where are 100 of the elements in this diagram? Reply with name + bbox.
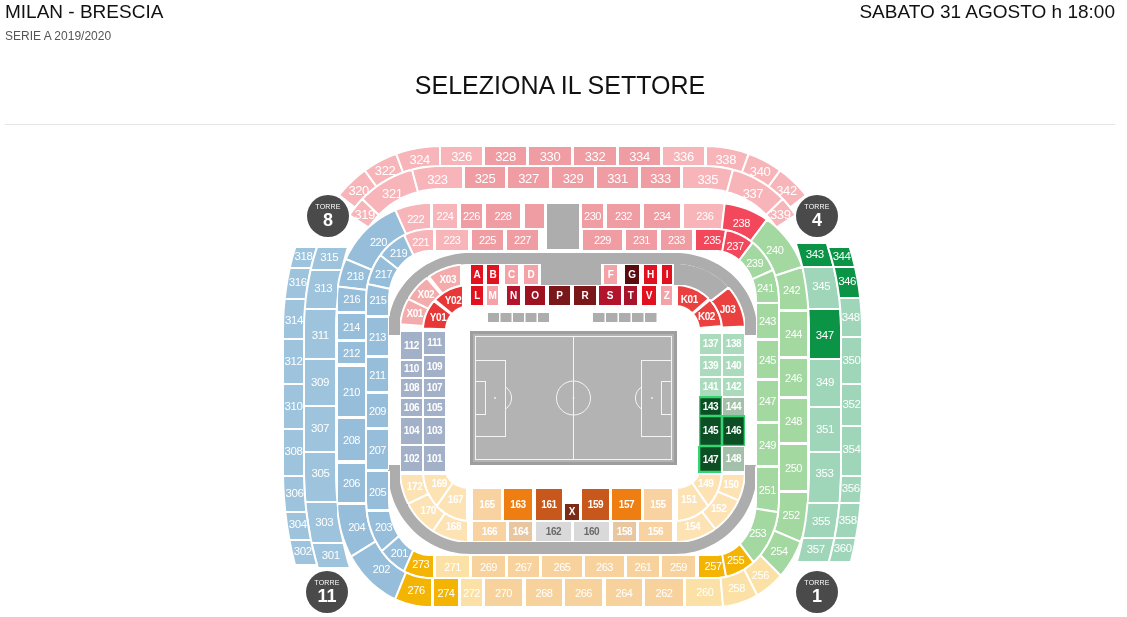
seating-sector (522, 264, 539, 285)
sector-label: 224 (436, 210, 454, 222)
sector-label: 219 (390, 247, 408, 259)
sector-label: 107 (426, 383, 443, 393)
tower-marker (796, 571, 838, 613)
seating-sector (508, 521, 534, 542)
sector-label: 267 (514, 561, 533, 572)
sector-label: 360 (833, 543, 852, 556)
seating-sector (540, 555, 584, 578)
seating-sector (337, 462, 367, 504)
seating-sector (643, 488, 673, 521)
sector-label: 259 (669, 561, 688, 572)
seating-sector (351, 541, 407, 600)
sector-label: 172 (406, 481, 423, 492)
tower-marker (307, 195, 349, 237)
sector-label: 218 (346, 270, 364, 282)
sector-label: 212 (342, 347, 361, 358)
seating-sector (722, 415, 745, 447)
sector-label: 349 (816, 377, 834, 389)
sector-label: 245 (758, 354, 777, 365)
seating-sector (779, 357, 808, 397)
sector-label: 342 (776, 183, 797, 197)
sector-label: 103 (426, 426, 443, 436)
seating-sector (470, 555, 506, 578)
seating-sector (337, 312, 366, 340)
seating-sector (699, 376, 722, 397)
sector-label: 106 (403, 402, 420, 413)
sector-label: D (527, 269, 535, 280)
sector-label: K02 (697, 311, 716, 322)
sector-label: 350 (842, 354, 861, 367)
seating-sector (400, 417, 423, 445)
sector-label: 165 (479, 499, 495, 510)
seating-sector (721, 446, 745, 473)
sector-label: 163 (510, 499, 526, 510)
seating-sector (283, 298, 306, 339)
seating-sector (580, 488, 611, 521)
seating-sector (486, 285, 499, 306)
seating-sector (682, 203, 725, 230)
seating-sector (435, 555, 471, 578)
seating-sector (699, 415, 722, 447)
sector-label: 266 (574, 587, 593, 598)
seating-sector (432, 578, 460, 607)
sector-label: 208 (342, 434, 361, 445)
sector-label: 201 (390, 547, 408, 559)
seating-sector (440, 146, 484, 166)
sector-label: R (581, 290, 589, 301)
sector-label: 143 (702, 401, 719, 412)
sector-label: A (473, 269, 481, 280)
seating-sector (504, 264, 519, 285)
page-heading: SELEZIONA IL SETTORE (414, 70, 706, 100)
seating-sector (606, 203, 641, 229)
seating-sector (779, 443, 808, 491)
seating-sector (684, 577, 724, 607)
seating-sector (400, 360, 423, 378)
seating-sector (283, 475, 307, 513)
seating-sector (470, 285, 484, 306)
seating-sector (289, 539, 318, 565)
sector-label: 146 (725, 426, 742, 436)
sector-label: 141 (702, 382, 719, 392)
sector-label: 105 (426, 402, 443, 413)
sector-label: 255 (726, 554, 745, 566)
sector-label: 336 (673, 149, 694, 163)
sector-label: 260 (696, 586, 714, 598)
sector-label: 252 (782, 509, 800, 521)
sector-label: 305 (311, 468, 330, 480)
tower-number: 11 (317, 587, 337, 605)
sector-label: 355 (812, 515, 830, 528)
seating-sector (637, 521, 673, 542)
seating-sector (283, 428, 305, 477)
seating-sector (506, 285, 521, 306)
sector-label: G (628, 269, 636, 280)
sector-label: 217 (375, 268, 393, 280)
seating-sector (722, 355, 745, 378)
seating-sector (660, 229, 694, 251)
seating-sector (756, 303, 779, 340)
sector-label: 240 (766, 244, 784, 256)
sector-label: 309 (311, 376, 329, 389)
sector-label: 164 (512, 526, 529, 537)
seating-sector (524, 285, 547, 306)
tower-marker (796, 195, 838, 237)
sector-label: X02 (417, 289, 435, 300)
sector-label: 316 (288, 277, 307, 290)
seating-sector (623, 285, 639, 306)
seating-sector (756, 339, 779, 379)
sector-label: 353 (815, 468, 834, 480)
sector-label: 340 (749, 164, 771, 178)
seating-sector (337, 366, 366, 418)
sector-label: 220 (369, 236, 388, 248)
sector-label: 274 (437, 587, 455, 598)
seating-sector (337, 286, 367, 313)
sector-label: 304 (288, 519, 307, 531)
seating-sector (507, 166, 551, 189)
sector-label: 160 (583, 526, 600, 537)
sector-label: 351 (816, 423, 834, 436)
seating-sector (695, 229, 727, 252)
sector-label: K01 (680, 295, 698, 306)
seating-sector (423, 444, 447, 473)
seating-sector (572, 285, 597, 306)
sector-label: 332 (584, 149, 606, 163)
sector-label: 221 (412, 236, 430, 248)
